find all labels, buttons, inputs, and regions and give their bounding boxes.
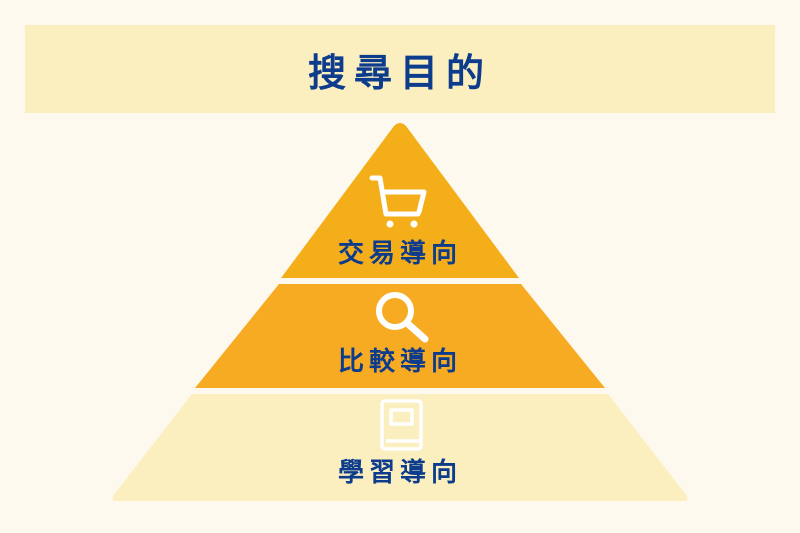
- pyramid-tier-middle: [195, 284, 605, 388]
- magnifier-icon: [376, 292, 429, 343]
- book-icon: [380, 399, 423, 451]
- tier-label-transaction: 交易導向: [337, 239, 462, 269]
- page-title: 搜尋目的: [307, 50, 492, 95]
- tier-label-comparison: 比較導向: [337, 347, 462, 377]
- title-banner: 搜尋目的: [25, 25, 775, 113]
- pyramid-tier-top: [281, 123, 519, 278]
- shopping-cart-icon: [369, 175, 427, 228]
- tier-label-learning: 學習導向: [337, 458, 462, 488]
